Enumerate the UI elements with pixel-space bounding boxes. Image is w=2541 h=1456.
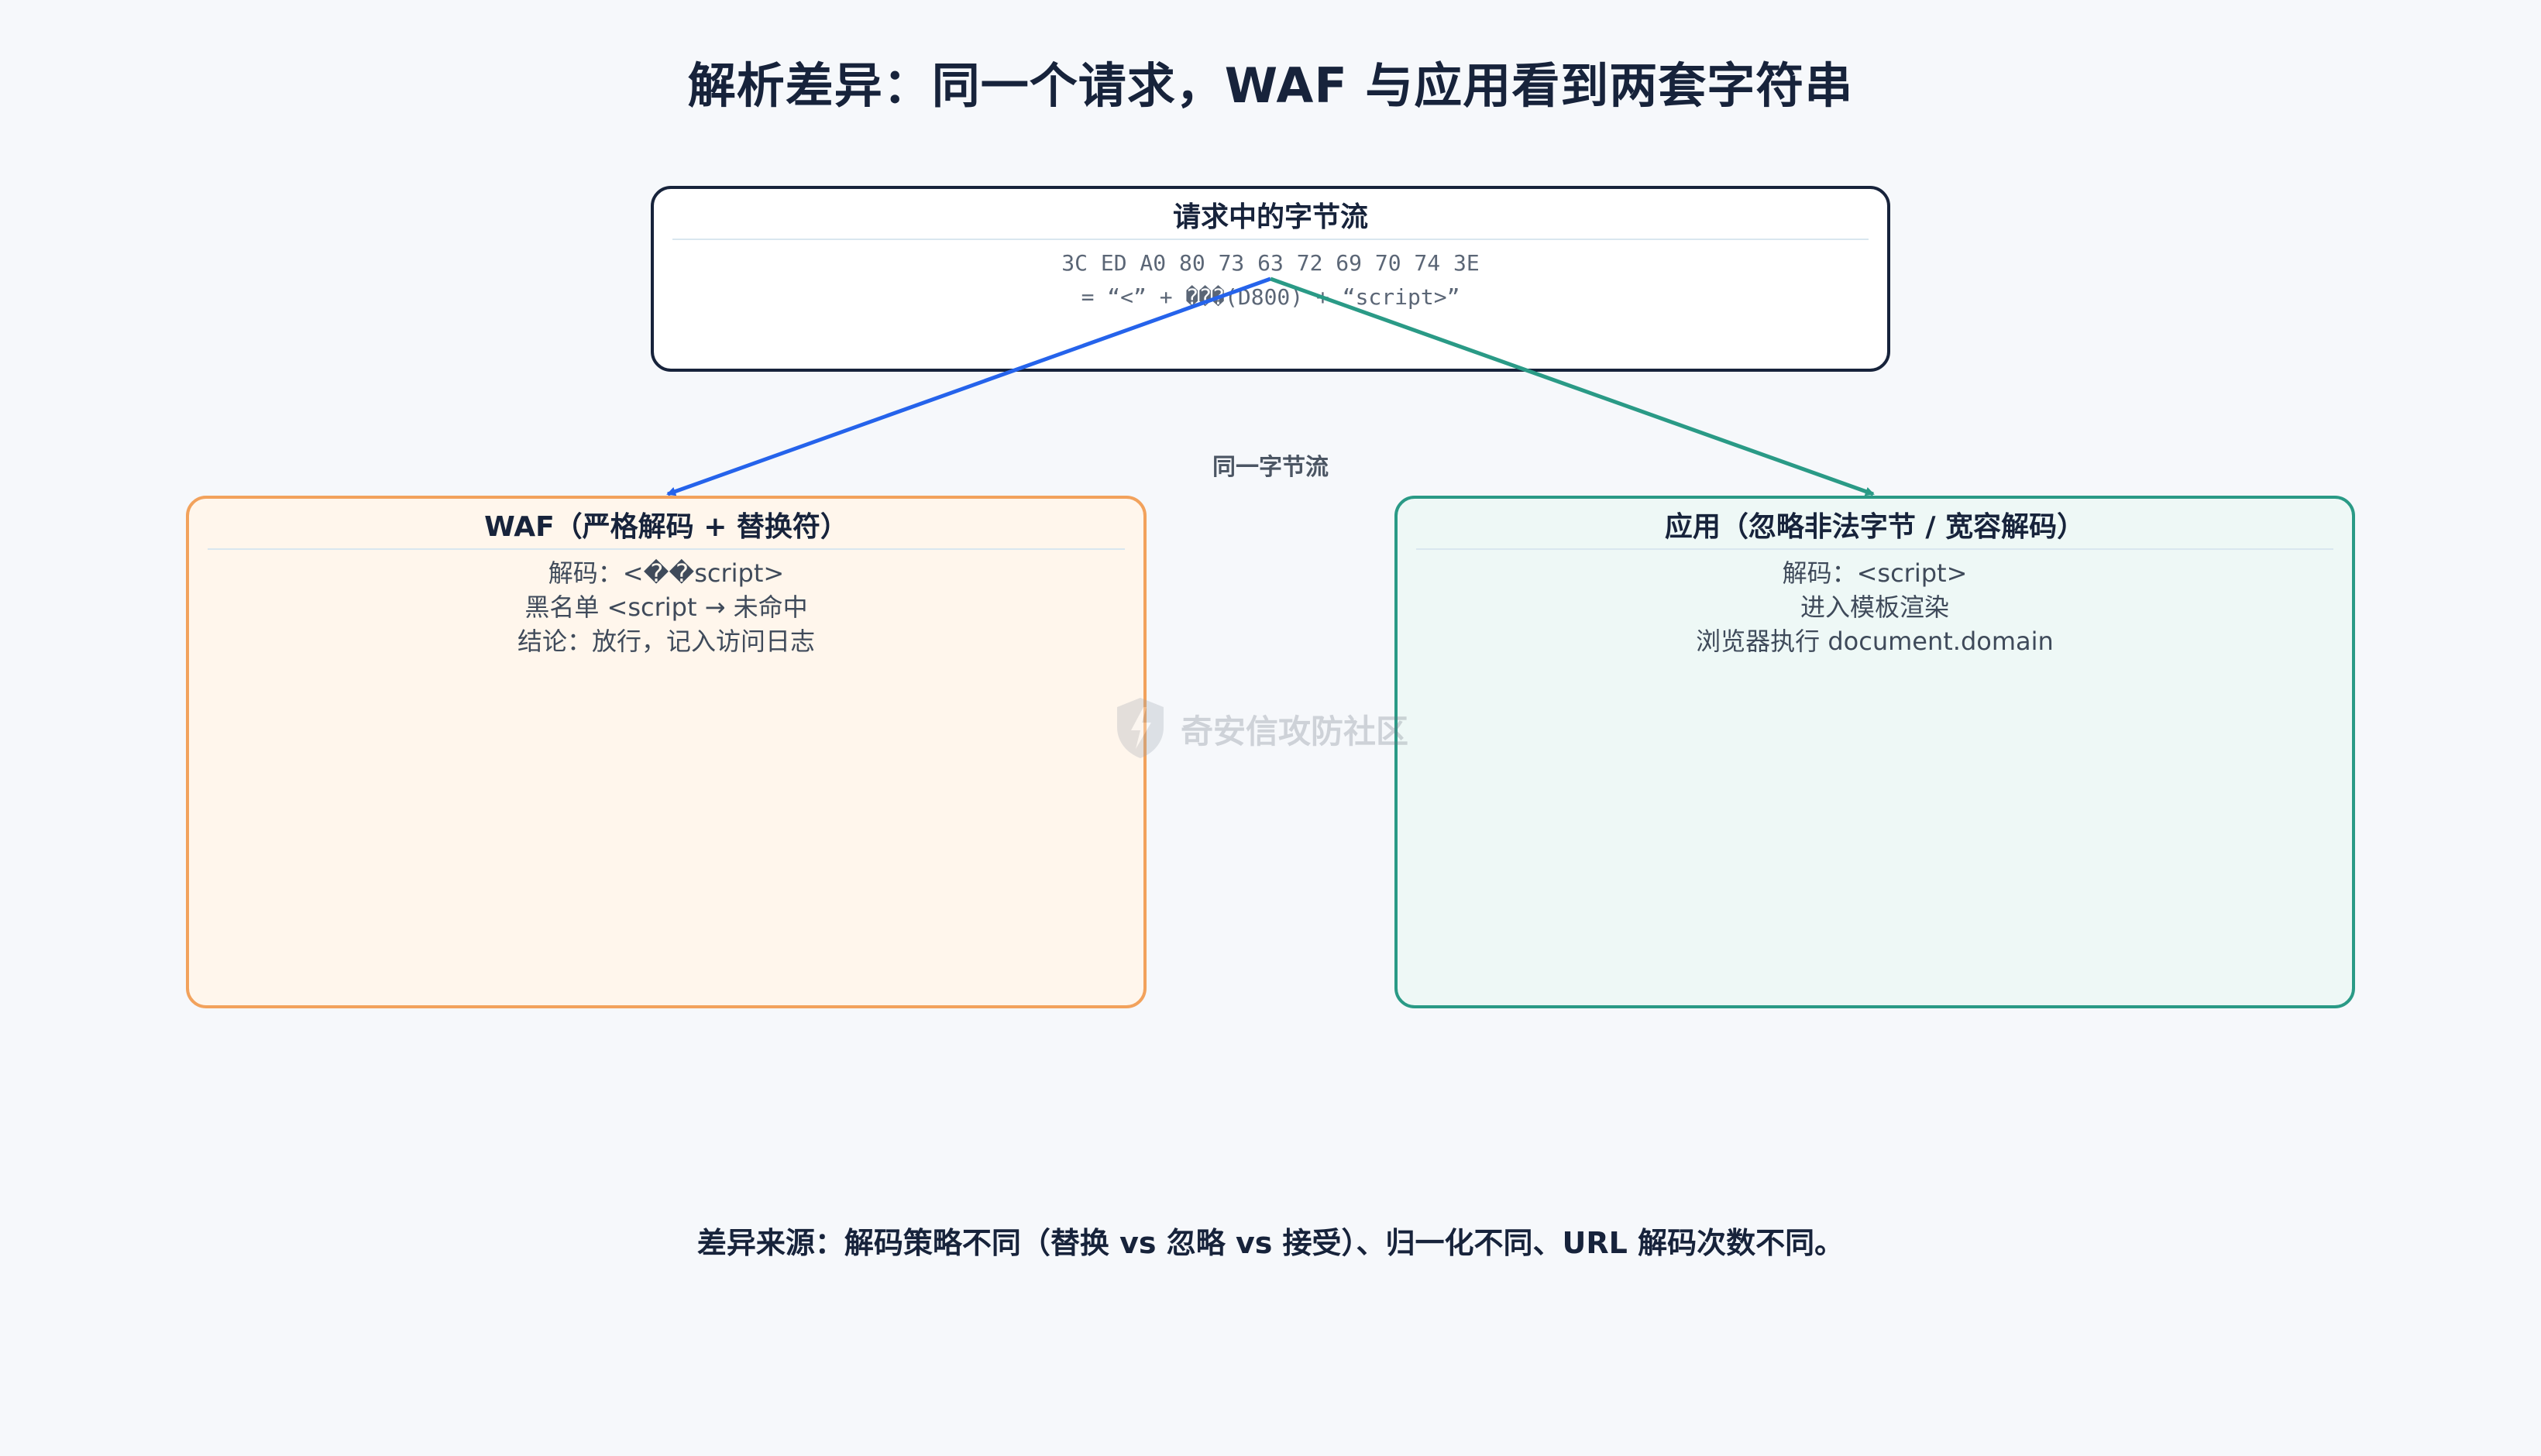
watermark: 奇安信攻防社区 bbox=[1112, 694, 1408, 764]
watermark-text: 奇安信攻防社区 bbox=[1181, 712, 1409, 750]
request-hex-line: 3C ED A0 80 73 63 72 69 70 74 3E bbox=[1061, 250, 1480, 276]
request-box-title: 请求中的字节流 bbox=[1172, 201, 1368, 233]
app-box-title: 应用（忽略非法字节 / 宽容解码） bbox=[1664, 511, 2085, 543]
request-decoded-line: = “<” + ���(D800) + “script>” bbox=[1081, 284, 1460, 310]
app-box: 应用（忽略非法字节 / 宽容解码） 解码：<script> 进入模板渲染 浏览器… bbox=[1394, 496, 2355, 1008]
request-box-divider bbox=[672, 239, 1869, 240]
app-template-line: 进入模板渲染 bbox=[1800, 592, 1949, 622]
app-browser-line: 浏览器执行 document.domain bbox=[1696, 627, 2054, 656]
app-box-lines: 解码：<script> 进入模板渲染 浏览器执行 document.domain bbox=[1416, 556, 2333, 658]
waf-box-title: WAF（严格解码 + 替换符） bbox=[484, 511, 848, 543]
shield-bolt-logo-icon bbox=[1112, 695, 1168, 763]
arrow-to-waf bbox=[666, 276, 1271, 496]
waf-box-divider bbox=[208, 548, 1125, 550]
waf-decoded-line: 解码：<��script> bbox=[548, 558, 785, 588]
app-box-divider bbox=[1416, 548, 2333, 550]
waf-blacklist-line: 黑名单 <script → 未命中 bbox=[524, 592, 808, 622]
footer-note: 差异来源：解码策略不同（替换 vs 忽略 vs 接受）、归一化不同、URL 解码… bbox=[696, 1226, 1845, 1260]
request-box-lines: 3C ED A0 80 73 63 72 69 70 74 3E = “<” +… bbox=[672, 246, 1869, 314]
waf-box-lines: 解码：<��script> 黑名单 <script → 未命中 结论：放行，记入… bbox=[208, 556, 1125, 658]
waf-conclusion-line: 结论：放行，记入访问日志 bbox=[517, 627, 815, 656]
arrow-to-app bbox=[1270, 276, 1875, 496]
waf-box: WAF（严格解码 + 替换符） 解码：<��script> 黑名单 <scrip… bbox=[186, 496, 1147, 1008]
app-decoded-line: 解码：<script> bbox=[1782, 558, 1968, 588]
diagram-title: 解析差异：同一个请求，WAF 与应用看到两套字符串 bbox=[687, 57, 1854, 114]
same-bytestream-label: 同一字节流 bbox=[1212, 454, 1329, 481]
